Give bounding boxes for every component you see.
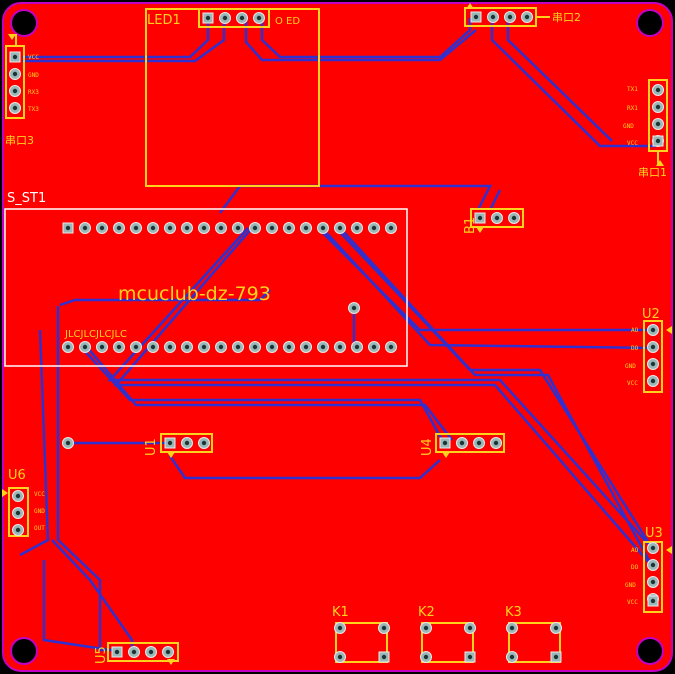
svg-text:VCC: VCC — [28, 54, 39, 61]
led1-label: LED1 — [147, 13, 181, 28]
uart2-label: 串口2 — [552, 11, 581, 24]
svg-text:AO: AO — [631, 327, 639, 334]
svg-text:GND: GND — [625, 582, 636, 589]
uart1-pin-labels: TX1 RX1 GND VCC — [623, 86, 638, 147]
svg-text:VCC: VCC — [34, 491, 45, 498]
jlc-label: JLCJLCJLCJLC — [64, 329, 127, 340]
svg-text:GND: GND — [623, 123, 634, 130]
connector-outlines — [5, 7, 668, 663]
uart1-label: 串口1 — [638, 166, 667, 179]
pad-icon — [9, 11, 664, 663]
u4-label: U4 — [420, 438, 435, 456]
svg-text:DO: DO — [631, 345, 639, 352]
oled-label: O ED — [275, 16, 300, 27]
u3-pin-labels: AO DO GND VCC — [625, 547, 639, 606]
traces — [19, 18, 656, 652]
svg-text:GND: GND — [28, 72, 39, 79]
svg-text:VCC: VCC — [627, 599, 638, 606]
svg-text:DO: DO — [631, 564, 639, 571]
k2-label: K2 — [418, 605, 435, 620]
svg-text:RX3: RX3 — [28, 89, 39, 96]
uart3-pin-labels: VCC GND RX3 TX3 — [28, 54, 39, 113]
svg-text:OUT: OUT — [34, 525, 45, 532]
svg-text:TX1: TX1 — [627, 86, 638, 93]
s-st1-label: S_ST1 — [7, 191, 46, 206]
svg-text:GND: GND — [625, 363, 636, 370]
svg-text:GND: GND — [34, 508, 45, 515]
k1-label: K1 — [332, 605, 349, 620]
k3-label: K3 — [505, 605, 522, 620]
mcuclub-label: mcuclub-dz-793 — [118, 283, 271, 305]
u6-label: U6 — [8, 468, 26, 483]
s-st1-outline — [4, 208, 408, 367]
svg-text:RX1: RX1 — [627, 105, 638, 112]
u2-label: U2 — [642, 307, 660, 322]
mounting-hole-icon — [10, 9, 664, 665]
u5-label: U5 — [94, 646, 109, 664]
svg-text:TX3: TX3 — [28, 106, 39, 113]
u2-pin-labels: AO DO GND VCC — [625, 327, 639, 387]
u1-label: U1 — [144, 438, 159, 456]
u6-pin-labels: VCC GND OUT — [34, 491, 45, 532]
svg-text:VCC: VCC — [627, 380, 638, 387]
u3-label: U3 — [645, 526, 663, 541]
svg-text:AO: AO — [631, 547, 639, 554]
svg-text:VCC: VCC — [627, 140, 638, 147]
uart3-label: 串口3 — [5, 134, 34, 147]
